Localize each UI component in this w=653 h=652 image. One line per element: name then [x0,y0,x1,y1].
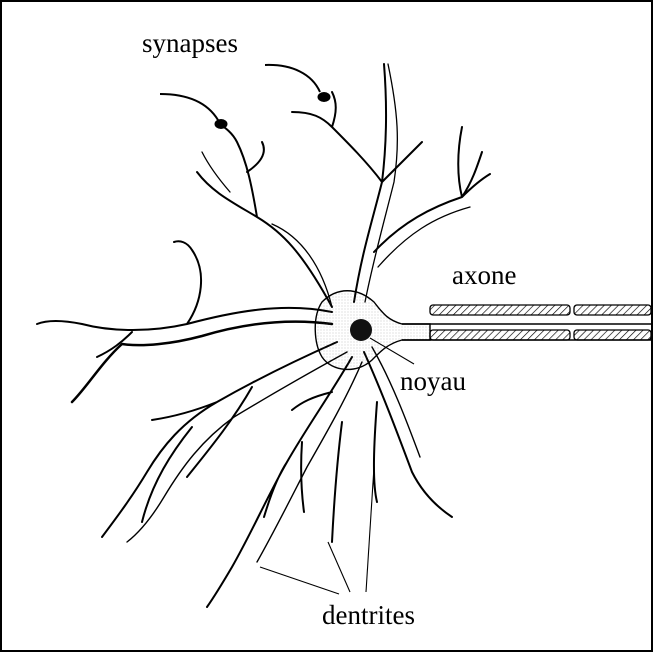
myelin-sheath-segment-2 [574,305,651,340]
myelin-sheath-segment-1 [430,305,570,340]
dendrite-upper-right [374,127,490,252]
synapse-2 [265,65,331,102]
noyau-label: noyau [400,368,466,395]
dendrite-lower-left [102,342,337,537]
dentrites-leader-1 [260,567,339,594]
dentrites-leader-2 [328,542,350,592]
dentrites-label: dentrites [322,602,415,629]
axon [402,305,651,340]
dentrites-leader-3 [366,467,374,592]
nucleus [350,319,372,341]
axone-label: axone [452,262,516,289]
dendrite-upper-left [197,122,332,307]
dendrite-top [292,64,422,302]
synapse-1 [160,94,228,129]
cell-body [315,291,430,370]
synapses-label: synapses [142,30,238,57]
